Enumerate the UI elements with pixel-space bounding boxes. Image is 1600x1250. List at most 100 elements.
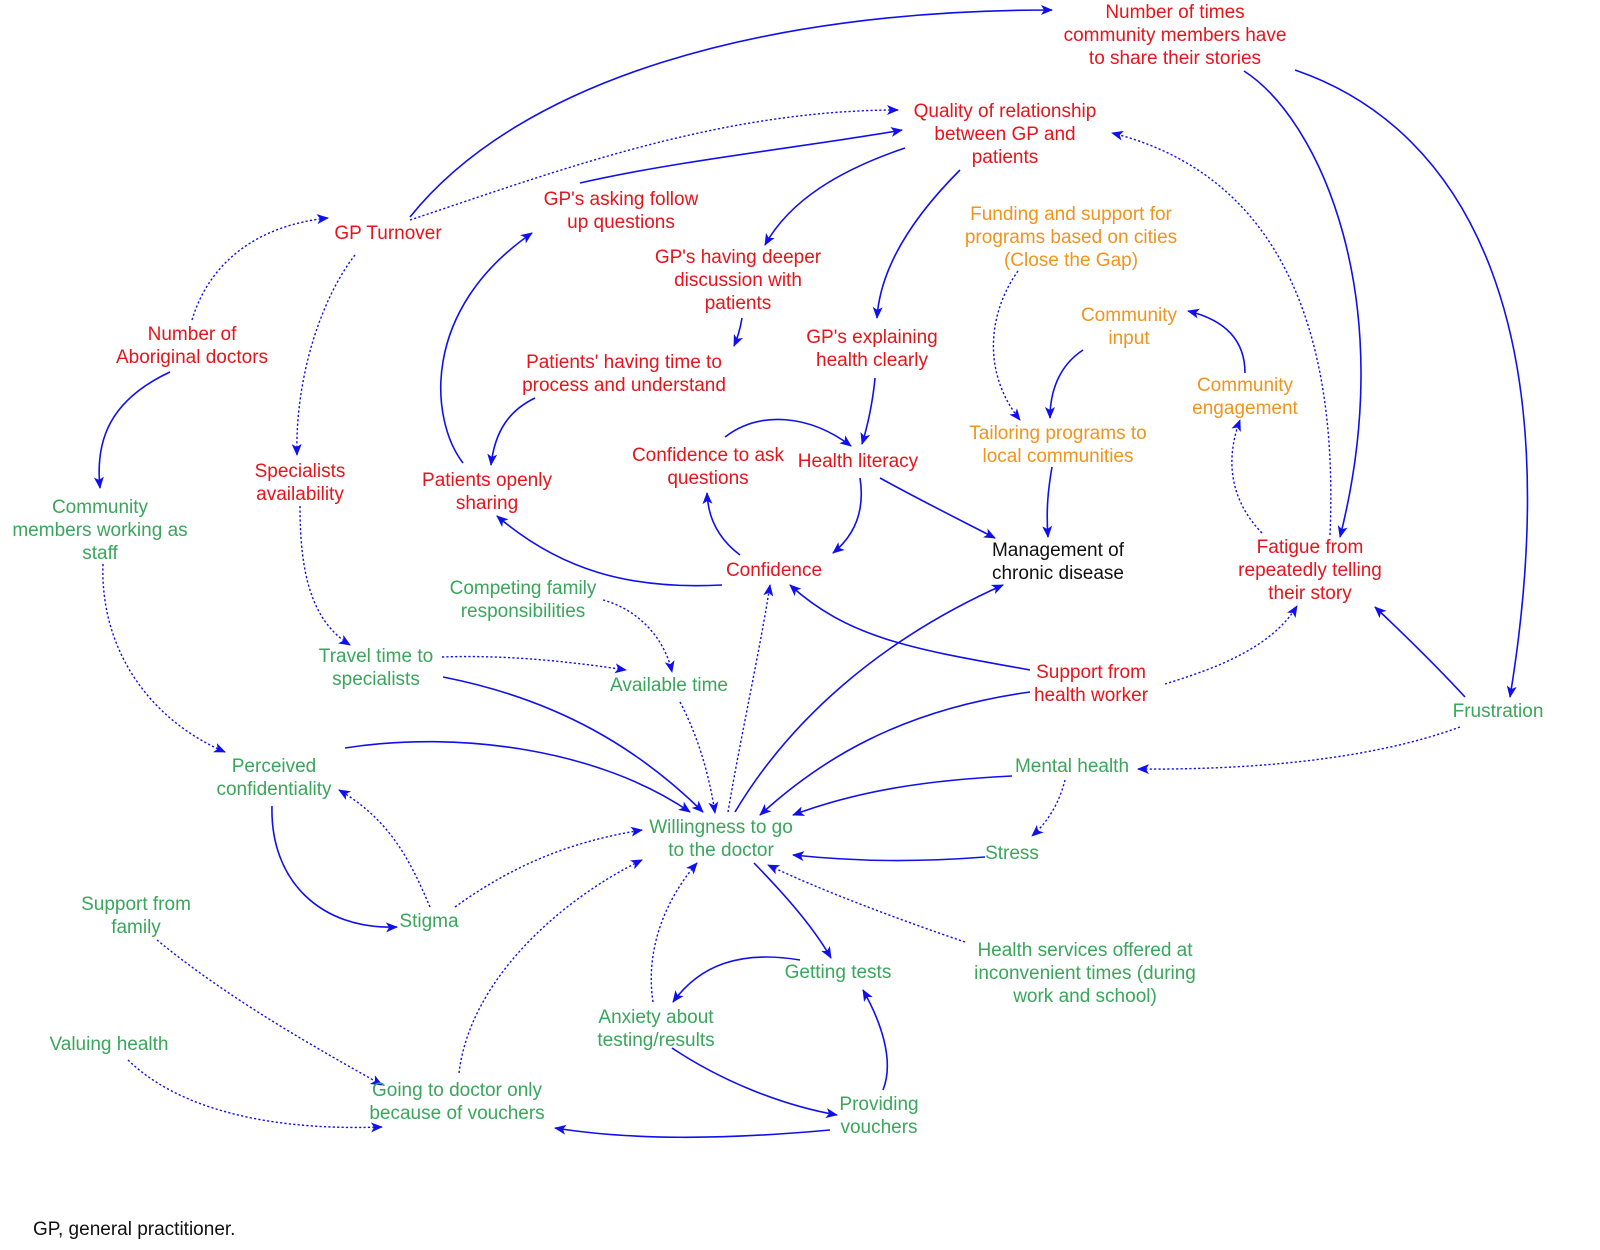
edge-confidence-to-patients-open <box>496 515 723 587</box>
node-management-line-2: chronic disease <box>992 563 1124 584</box>
node-willingness-line-1: Willingness to go <box>649 817 793 838</box>
node-gp-asking-line-1: GP's asking follow <box>544 189 699 210</box>
edge-fatigue-to-comm-engagement <box>1231 419 1263 534</box>
node-gp-turnover-line-1: GP Turnover <box>334 223 442 244</box>
edge-willingness-to-management <box>734 584 1004 813</box>
node-gp-explaining-line-2: health clearly <box>816 350 928 371</box>
node-conf-ask-line-1: Confidence to ask <box>632 445 785 466</box>
node-patients-open-line-2: sharing <box>456 493 518 514</box>
node-funding-line-2: programs based on cities <box>965 227 1177 248</box>
node-funding-line-3: (Close the Gap) <box>1004 250 1138 271</box>
node-health-services-line-2: inconvenient times (during <box>974 963 1196 984</box>
edge-gp-deeper-to-patients-time <box>733 317 744 347</box>
node-specialists-av-line-2: availability <box>256 484 344 505</box>
node-patients-time-line-2: process and understand <box>522 375 726 396</box>
node-mental: Mental health <box>1015 756 1129 777</box>
node-comm-staff-line-1: Community <box>52 497 149 518</box>
node-confidence: Confidence <box>726 560 822 581</box>
node-patients-time-line-1: Patients' having time to <box>526 352 722 373</box>
node-management-line-1: Management of <box>992 540 1125 561</box>
node-providing-line-2: vouchers <box>840 1117 917 1138</box>
edge-stress-to-willingness <box>792 851 986 862</box>
node-fatigue-line-3: their story <box>1268 583 1352 604</box>
edge-health-lit-to-confidence <box>832 477 863 554</box>
edge-tailoring-to-management <box>1042 466 1053 538</box>
edge-frustration-to-mental <box>1137 726 1461 775</box>
node-getting-tests: Getting tests <box>785 962 892 983</box>
footnote: GP, general practitioner. <box>33 1219 236 1240</box>
node-times-share-line-3: to share their stories <box>1089 48 1261 69</box>
node-tailoring-line-1: Tailoring programs to <box>969 423 1146 444</box>
edge-willingness-to-getting-tests <box>753 862 832 959</box>
edge-times-share-to-fatigue <box>1243 70 1362 538</box>
node-fatigue-line-1: Fatigue from <box>1257 537 1364 558</box>
edges-layer <box>93 5 1529 1139</box>
node-quality-rel-line-2: between GP and <box>934 124 1075 145</box>
node-competing-line-2: responsibilities <box>461 601 586 622</box>
node-frustration-line-1: Frustration <box>1453 701 1544 722</box>
node-competing-line-1: Competing family <box>450 578 597 599</box>
node-quality-rel-line-3: patients <box>972 147 1039 168</box>
edge-anxiety-to-willingness <box>650 862 698 1003</box>
node-patients-open-line-1: Patients openly <box>422 470 552 491</box>
edge-quality-rel-to-gp-explaining <box>872 169 961 319</box>
node-perceived-conf-line-1: Perceived <box>232 756 317 777</box>
edge-providing-to-going-vouchers <box>554 1124 831 1139</box>
edge-competing-to-available <box>602 599 675 673</box>
node-times-share-line-2: community members have <box>1064 25 1287 46</box>
edge-quality-rel-to-gp-deeper <box>764 147 906 246</box>
edge-valuing-to-going-vouchers <box>127 1059 383 1133</box>
edge-perceived-conf-to-willingness <box>344 740 691 813</box>
node-anxiety-line-2: testing/results <box>597 1030 714 1051</box>
edge-confidence-to-conf-ask <box>702 492 741 556</box>
edge-comm-engagement-to-community-input <box>1187 308 1246 374</box>
node-stigma-line-1: Stigma <box>399 911 459 932</box>
node-gp-deeper-line-1: GP's having deeper <box>655 247 822 268</box>
edge-support-hw-to-confidence <box>789 584 1031 671</box>
node-specialists-av-line-1: Specialists <box>255 461 346 482</box>
node-conf-ask-line-2: questions <box>667 468 748 489</box>
node-support-family-line-1: Support from <box>81 894 191 915</box>
node-fatigue-line-2: repeatedly telling <box>1238 560 1382 581</box>
node-frustration: Frustration <box>1453 701 1544 722</box>
edge-mental-to-stress <box>1031 779 1066 837</box>
node-quality-rel-line-1: Quality of relationship <box>914 101 1097 122</box>
node-health-lit-line-1: Health literacy <box>798 451 919 472</box>
edge-support-hw-to-willingness <box>759 691 1031 816</box>
edge-available-to-willingness <box>679 701 719 814</box>
node-tailoring-line-2: local communities <box>983 446 1134 467</box>
node-support-family-line-2: family <box>111 917 161 938</box>
node-aboriginal-docs-line-2: Aboriginal doctors <box>116 347 268 368</box>
node-stigma: Stigma <box>399 911 459 932</box>
edge-patients-open-to-gp-asking <box>439 232 533 464</box>
edge-anxiety-to-providing <box>671 1047 838 1119</box>
edge-gp-turnover-to-times-share <box>409 5 1053 218</box>
node-stress: Stress <box>985 843 1039 864</box>
node-willingness-line-2: to the doctor <box>668 840 774 861</box>
edge-mental-to-willingness <box>792 775 1013 816</box>
edge-support-family-to-going-vouchers <box>156 939 383 1086</box>
node-stress-line-1: Stress <box>985 843 1039 864</box>
node-getting-tests-line-1: Getting tests <box>785 962 892 983</box>
edge-conf-ask-to-health-lit <box>724 418 852 447</box>
edge-frustration-to-fatigue <box>1374 606 1466 698</box>
edge-patients-time-to-patients-open <box>487 397 536 466</box>
node-gp-asking-line-2: up questions <box>567 212 675 233</box>
